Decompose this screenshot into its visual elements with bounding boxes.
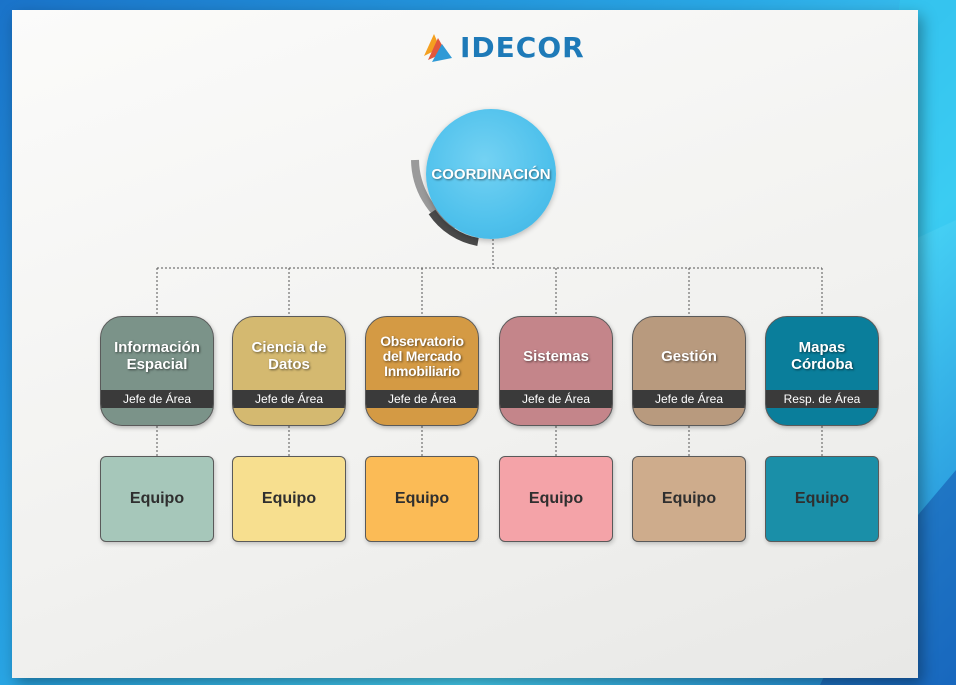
coordination-label: COORDINACIÓN [431,165,551,183]
team-card: Equipo [365,456,479,542]
area-title: Ciencia de Datos [251,339,327,373]
area-card-informacion-espacial: Información Espacial Jefe de Área [100,316,214,426]
area-title: Sistemas [523,347,589,365]
area-role: Jefe de Área [233,390,345,408]
area-card-sistemas: Sistemas Jefe de Área [499,316,613,426]
team-card: Equipo [499,456,613,542]
area-card-gestion: Gestión Jefe de Área [632,316,746,426]
team-label: Equipo [528,490,584,507]
team-label: Equipo [394,490,450,507]
area-title: Observatorio del Mercado Inmobiliario [380,332,464,379]
area-role: Jefe de Área [101,390,213,408]
team-card: Equipo [100,456,214,542]
area-title: Información Espacial [114,339,200,373]
area-role: Resp. de Área [766,390,878,408]
book-icon [424,34,452,62]
area-card-observatorio: Observatorio del Mercado Inmobiliario Je… [365,316,479,426]
area-title: Mapas Córdoba [791,339,853,373]
area-role: Jefe de Área [366,390,478,408]
team-card: Equipo [232,456,346,542]
team-card: Equipo [632,456,746,542]
area-card-mapas-cordoba: Mapas Córdoba Resp. de Área [765,316,879,426]
team-label: Equipo [261,490,317,507]
area-title: Gestión [661,347,717,365]
coordination-node: COORDINACIÓN [426,109,556,239]
decorative-arc [428,209,479,246]
team-label: Equipo [794,490,850,507]
area-role: Jefe de Área [633,390,745,408]
team-card: Equipo [765,456,879,542]
area-card-ciencia-de-datos: Ciencia de Datos Jefe de Área [232,316,346,426]
logo-text: IDECOR [460,30,585,64]
team-label: Equipo [661,490,717,507]
logo: IDECOR [422,30,585,64]
area-role: Jefe de Área [500,390,612,408]
team-label: Equipo [129,490,185,507]
